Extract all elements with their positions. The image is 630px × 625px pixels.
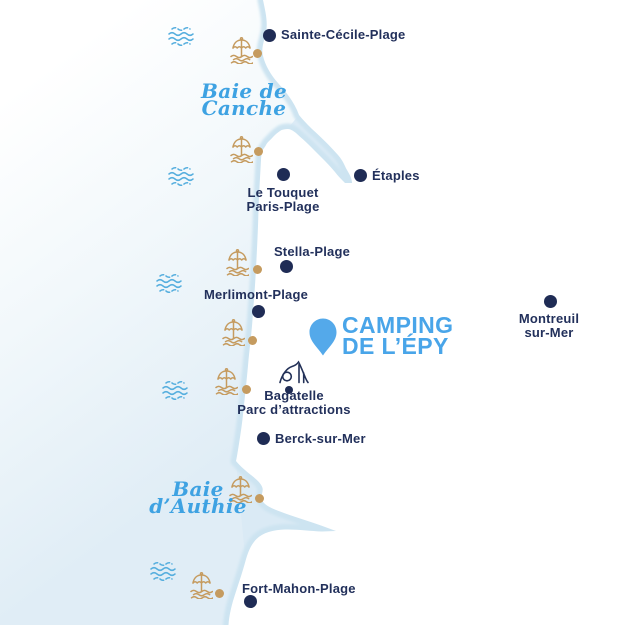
town-label-montreuil-sur-mer: Montreuil sur-Mer — [489, 312, 609, 340]
town-dot-etaples — [353, 168, 367, 182]
town-dot-sainte-cecile-plage — [262, 28, 276, 42]
sea-waves-icon — [162, 380, 192, 400]
beach-umbrella-icon — [230, 37, 253, 64]
attraction-dot-bagatelle — [284, 386, 293, 394]
camping-title-line: DE L’ÉPY — [342, 333, 449, 359]
beach-spot-dot — [253, 265, 262, 274]
town-label-line: Montreuil — [518, 311, 580, 326]
beach-spot-dot — [241, 384, 251, 394]
bay-label-line: Baie de — [201, 79, 287, 103]
beach-spot-dot — [253, 48, 262, 58]
town-label-etaples: Étaples — [372, 167, 420, 183]
camping-title-line: CAMPING — [342, 312, 454, 338]
town-label-sainte-cecile-plage: Sainte-Cécile-Plage — [281, 27, 406, 42]
bay-label-baie-d-authie: Baie d’Authie — [138, 477, 258, 518]
beach-spot-dot — [214, 588, 224, 598]
town-dot-fort-mahon-plage — [244, 594, 257, 608]
town-label-line: Le Touquet — [247, 185, 319, 200]
bay-label-baie-de-canche: Baie de Canche — [184, 79, 304, 120]
town-dot-montreuil-sur-mer — [543, 294, 557, 308]
town-label-line: sur-Mer — [524, 325, 574, 340]
town-label-fort-mahon-plage: Fort-Mahon-Plage — [242, 580, 356, 596]
town-dot-merlimont-plage — [251, 304, 265, 318]
beach-umbrella-icon — [222, 319, 245, 346]
sea-waves-icon — [156, 273, 186, 293]
attraction-label-line: Parc d’attractions — [237, 401, 351, 417]
beach-spot-dot — [255, 493, 264, 503]
sea-waves-icon — [168, 26, 198, 46]
town-label-line: Paris-Plage — [246, 199, 320, 214]
bay-label-line: Baie — [172, 477, 224, 501]
beach-umbrella-icon — [190, 572, 213, 599]
town-dot-stella-plage — [279, 260, 293, 273]
attraction-label-line: Bagatelle — [264, 388, 324, 403]
camping-title: CAMPING DE L’ÉPY — [342, 312, 454, 359]
beach-umbrella-icon — [226, 249, 249, 276]
bay-label-line: Canche — [201, 96, 287, 120]
town-dot-berck-sur-mer — [256, 431, 270, 445]
sea-waves-icon — [150, 561, 180, 581]
attraction-label-bagatelle: Bagatelle Parc d’attractions — [224, 389, 364, 416]
roller-coaster-icon — [279, 359, 309, 386]
town-dot-le-touquet — [277, 167, 290, 181]
town-label-merlimont-plage: Merlimont-Plage — [203, 286, 309, 302]
beach-spot-dot — [253, 146, 263, 156]
town-label-le-touquet: Le Touquet Paris-Plage — [221, 186, 345, 214]
sea-waves-icon — [168, 166, 198, 186]
beach-spot-dot — [247, 335, 257, 345]
town-label-stella-plage: Stella-Plage — [273, 243, 351, 259]
camping-location-pin-icon[interactable] — [308, 317, 338, 356]
town-label-berck-sur-mer: Berck-sur-Mer — [275, 430, 366, 446]
bay-label-line: d’Authie — [149, 494, 247, 518]
beach-umbrella-icon — [230, 136, 253, 163]
land-area — [228, 0, 630, 625]
